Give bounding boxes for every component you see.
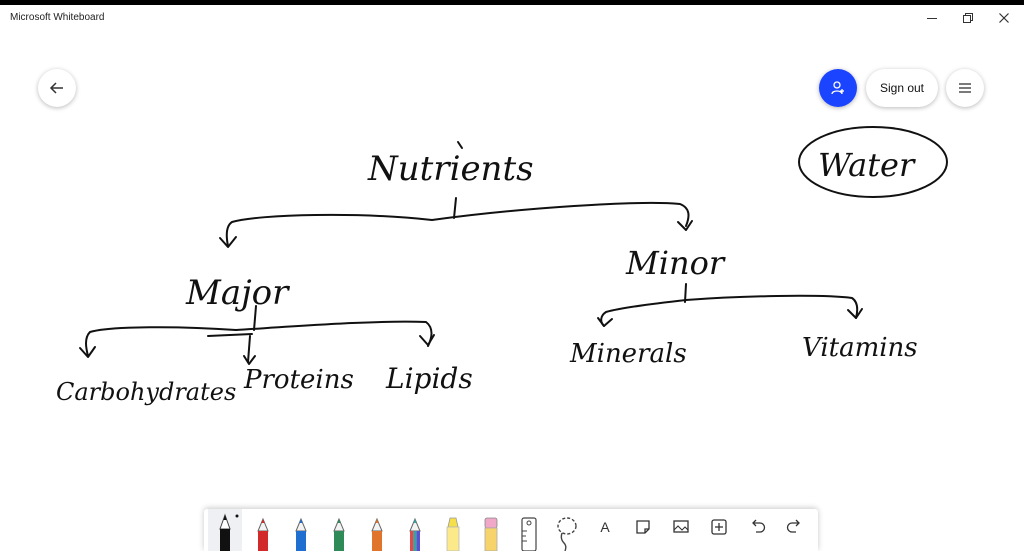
ink-word-minerals: Minerals bbox=[569, 339, 687, 369]
ink-word-water: Water bbox=[798, 126, 948, 198]
ink-word-vitamins: Vitamins bbox=[802, 333, 918, 363]
tool-highlighter[interactable] bbox=[436, 509, 470, 551]
sign-out-label: Sign out bbox=[879, 81, 925, 95]
ink-arrows-top bbox=[219, 197, 693, 248]
tool-eraser[interactable] bbox=[474, 509, 508, 551]
text-tool-icon: A bbox=[600, 519, 610, 535]
back-button[interactable] bbox=[38, 69, 76, 107]
sticky-note-icon bbox=[636, 520, 650, 534]
tool-text[interactable]: A bbox=[588, 509, 622, 551]
ink-word-carbohydrates: Carbohydrates bbox=[56, 378, 236, 406]
ink-word-major: Major bbox=[185, 273, 290, 313]
eraser-icon bbox=[484, 517, 498, 551]
black-pen-icon bbox=[219, 513, 239, 551]
tool-green-pen[interactable] bbox=[322, 509, 356, 551]
close-button[interactable] bbox=[986, 5, 1022, 31]
restore-button[interactable] bbox=[950, 5, 986, 31]
invite-button[interactable] bbox=[819, 69, 857, 107]
tool-orange-pen[interactable] bbox=[360, 509, 394, 551]
title-bar: Microsoft Whiteboard bbox=[0, 5, 1024, 31]
add-person-icon bbox=[831, 81, 844, 95]
ink-arrows-major bbox=[79, 305, 435, 365]
arrow-left-icon bbox=[49, 82, 63, 94]
red-pen-icon bbox=[257, 517, 269, 551]
restore-icon bbox=[963, 13, 973, 23]
tool-blue-pen[interactable] bbox=[284, 509, 318, 551]
hamburger-menu-icon bbox=[959, 83, 971, 93]
green-pen-icon bbox=[333, 517, 345, 551]
tool-note[interactable] bbox=[626, 509, 660, 551]
tool-image[interactable] bbox=[664, 509, 698, 551]
sign-out-button[interactable]: Sign out bbox=[866, 69, 938, 107]
ink-word-minor: Minor bbox=[625, 244, 726, 282]
undo-icon bbox=[752, 519, 766, 533]
redo-button[interactable] bbox=[778, 509, 812, 551]
minimize-button[interactable] bbox=[914, 5, 950, 31]
ink-toolbar: A bbox=[204, 509, 818, 551]
tool-red-pen[interactable] bbox=[246, 509, 280, 551]
tool-lasso[interactable] bbox=[550, 509, 584, 551]
app-title: Microsoft Whiteboard bbox=[10, 12, 105, 23]
tool-rainbow-pen[interactable] bbox=[398, 509, 432, 551]
ink-word-proteins: Proteins bbox=[243, 365, 354, 395]
minimize-icon bbox=[927, 18, 937, 19]
lasso-icon bbox=[557, 517, 577, 551]
top-strip bbox=[0, 0, 1024, 5]
image-icon bbox=[673, 520, 689, 533]
blue-pen-icon bbox=[295, 517, 307, 551]
whiteboard-canvas[interactable]: Nutrients Water Major Minor bbox=[0, 31, 1024, 548]
ink-word-nutrients: Nutrients bbox=[367, 141, 534, 189]
ink-word-lipids: Lipids bbox=[385, 362, 473, 395]
redo-icon bbox=[786, 519, 800, 533]
close-icon bbox=[999, 13, 1009, 23]
rainbow-pen-icon bbox=[409, 517, 421, 551]
ink-arrows-minor bbox=[597, 283, 863, 327]
svg-text:Water: Water bbox=[818, 146, 916, 184]
add-icon bbox=[711, 519, 727, 535]
svg-text:Nutrients: Nutrients bbox=[367, 149, 534, 189]
menu-button[interactable] bbox=[946, 69, 984, 107]
tool-ruler[interactable] bbox=[512, 509, 546, 551]
orange-pen-icon bbox=[371, 517, 383, 551]
undo-button[interactable] bbox=[740, 509, 774, 551]
ruler-icon bbox=[521, 517, 537, 551]
tool-black-pen[interactable] bbox=[208, 509, 242, 551]
tool-insert[interactable] bbox=[702, 509, 736, 551]
highlighter-icon bbox=[446, 517, 460, 551]
